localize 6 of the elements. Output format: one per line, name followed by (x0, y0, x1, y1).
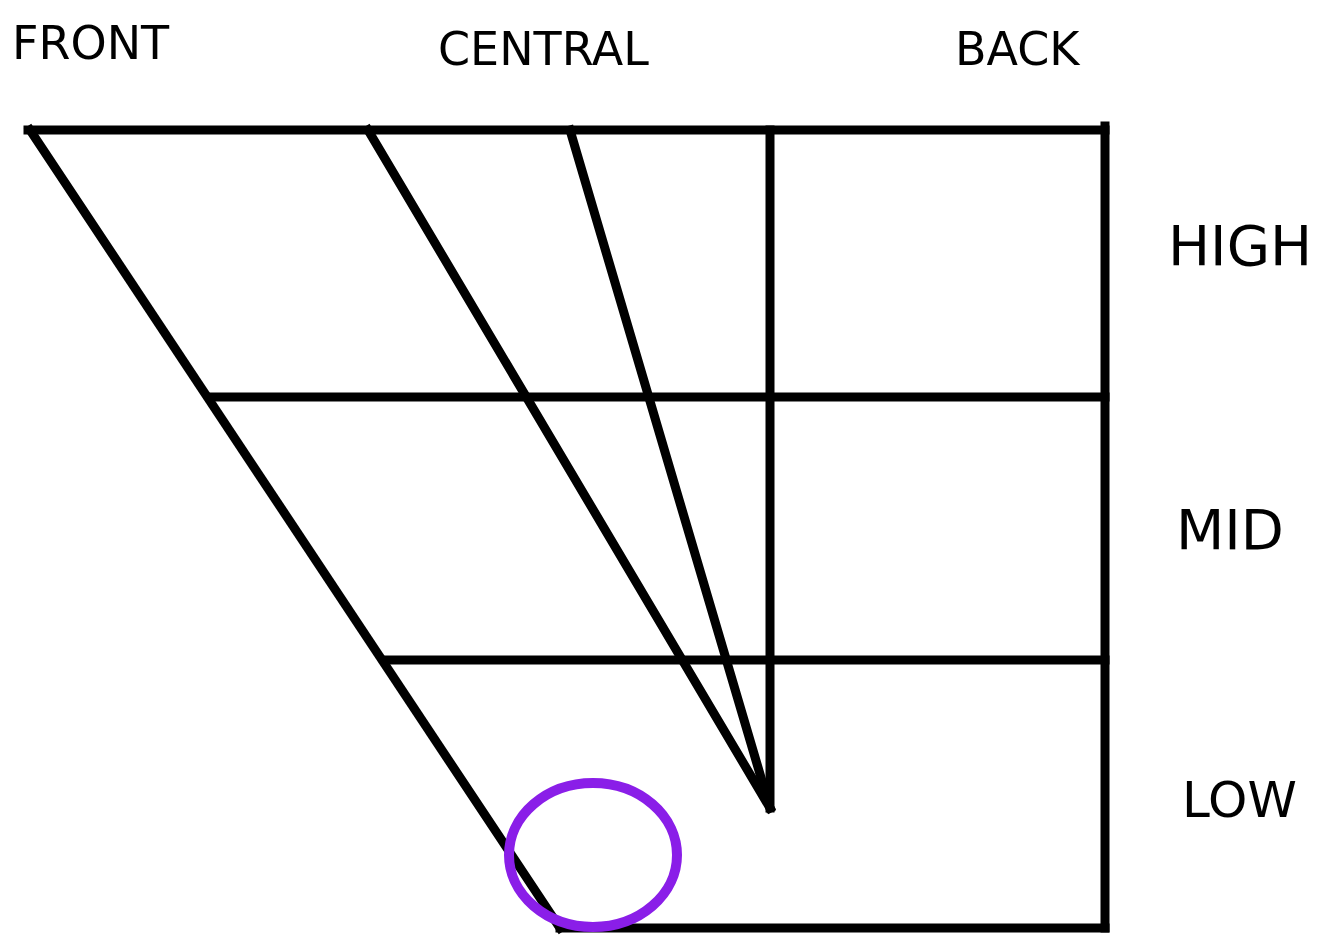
row-label: HIGH (1168, 218, 1313, 274)
row-label: MID (1176, 502, 1284, 558)
column-label: CENTRAL (438, 26, 649, 72)
column-label: FRONT (12, 20, 170, 66)
row-label: LOW (1182, 775, 1297, 825)
column-label: BACK (955, 26, 1080, 72)
